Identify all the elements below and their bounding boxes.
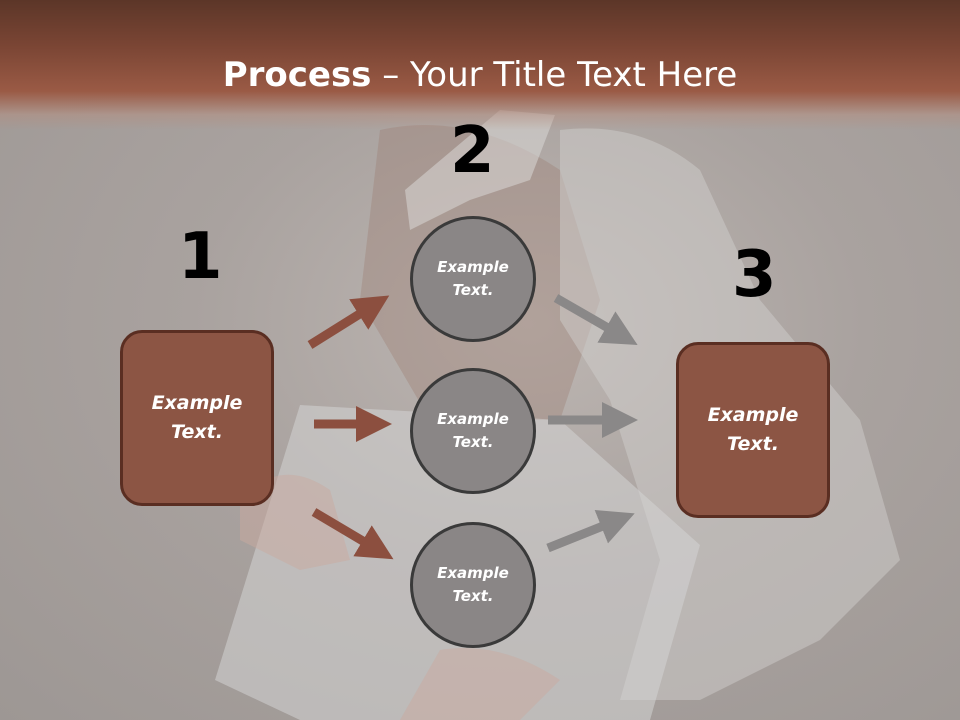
step-circle-2: Example Text. [410, 368, 536, 494]
step-box-1: Example Text. [120, 330, 274, 506]
step-number-2: 2 [450, 114, 495, 188]
step-box-1-text: Example Text. [151, 392, 243, 443]
step-circle-3-text: Example Text. [437, 564, 509, 605]
step-circle-2-text: Example Text. [437, 410, 509, 451]
step-circle-1-text: Example Text. [437, 258, 509, 299]
step-number-1: 1 [178, 220, 223, 294]
arrow-down-right-right [553, 294, 638, 345]
title-strong: Process [222, 55, 372, 95]
slide-title: Process – Your Title Text Here [0, 52, 960, 98]
title-rest: – Your Title Text Here [371, 55, 738, 95]
step-circle-3: Example Text. [410, 522, 536, 648]
arrow-down-right-left [311, 508, 394, 560]
step-number-3: 3 [732, 238, 777, 312]
arrow-up-right-left [307, 295, 390, 349]
arrow-up-right-right [546, 509, 635, 553]
header-bar [0, 0, 960, 130]
step-box-3: Example Text. [676, 342, 830, 518]
step-circle-1: Example Text. [410, 216, 536, 342]
step-box-3-text: Example Text. [707, 404, 799, 455]
